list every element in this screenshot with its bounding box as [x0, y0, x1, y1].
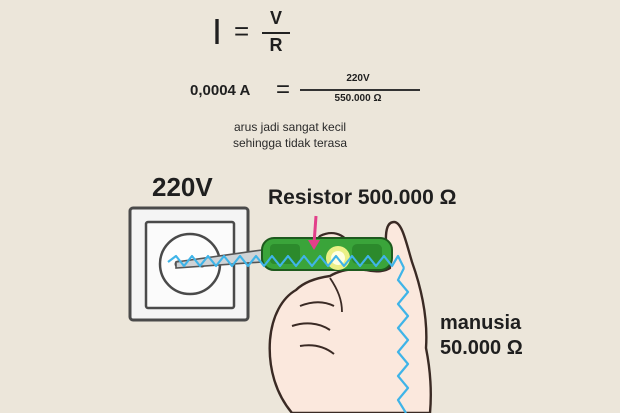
resistor-pointer-arrow — [308, 215, 320, 250]
explanation-note: arus jadi sangat kecil sehingga tidak te… — [190, 119, 390, 151]
formula-numerator: V — [269, 8, 282, 28]
human-label-line-2: 50.000 Ω — [440, 337, 523, 359]
calc-denominator: 550.000 Ω — [334, 93, 382, 104]
formula-denominator: R — [269, 35, 283, 55]
note-line-1: arus jadi sangat kecil — [233, 120, 347, 134]
calc-result: 0,0004 A — [190, 82, 251, 99]
human-resistance-label: manusia 50.000 Ω — [440, 311, 523, 361]
human-label-line-1: manusia — [440, 312, 522, 334]
formula-equals-sign: = — [234, 16, 250, 46]
current-calculation: 0,0004 A = 220V 550.000 Ω — [190, 68, 430, 108]
calc-fraction-bar — [300, 89, 420, 91]
note-line-2: sehingga tidak terasa — [232, 136, 348, 150]
ohms-law-formula: I = V R — [212, 6, 292, 62]
formula-current-symbol: I — [212, 11, 223, 52]
formula-fraction-bar — [262, 32, 290, 34]
calc-numerator: 220V — [346, 73, 370, 84]
current-flow-path — [167, 254, 410, 413]
calc-equals-sign: = — [276, 76, 291, 103]
resistor-label: Resistor 500.000 Ω — [268, 186, 457, 209]
voltage-label: 220V — [152, 172, 213, 202]
tester-handle — [261, 237, 393, 271]
